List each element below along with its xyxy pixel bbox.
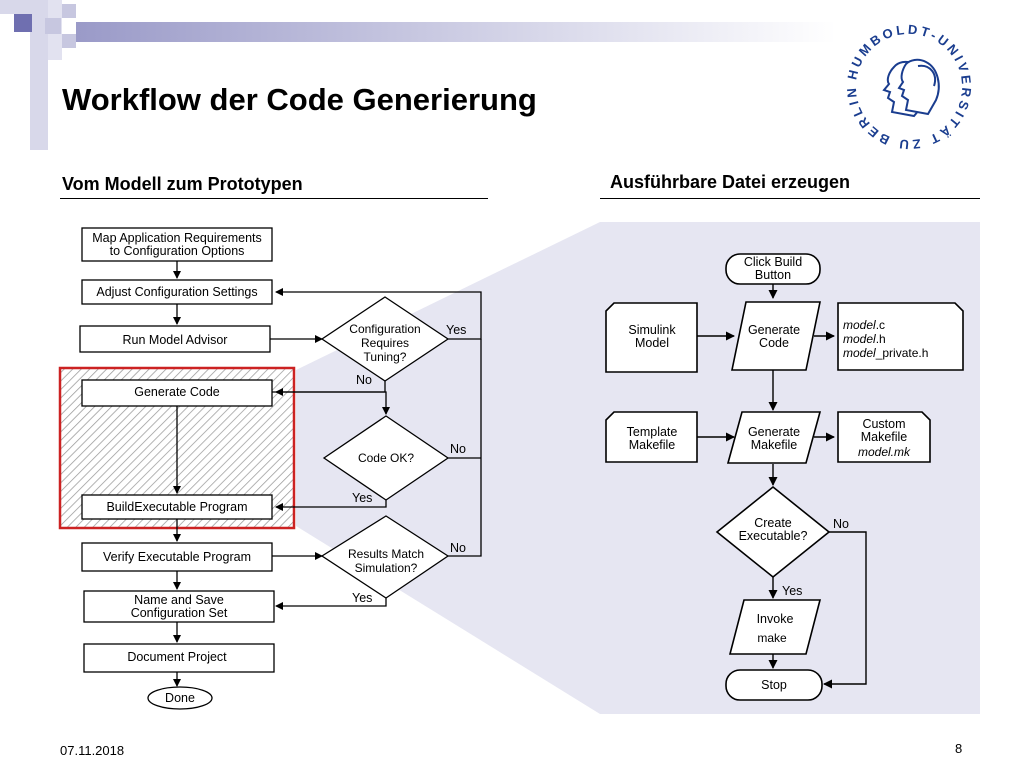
node-invoke-line1: Invoke (757, 612, 794, 626)
node-create-exec-line1: Create (754, 516, 792, 530)
edge-create-no: No (833, 517, 849, 531)
file-c-prefix: model (843, 318, 876, 332)
edge-code-ok-yes: Yes (352, 491, 372, 505)
decision-config-line2: Requires (361, 336, 409, 350)
node-template-makefile (605, 411, 698, 463)
step-done (147, 686, 213, 710)
step-map-requirements (81, 227, 273, 262)
step-build-exec (81, 494, 273, 520)
node-simulink-line2: Model (635, 336, 669, 350)
decision-code-ok (322, 415, 450, 501)
file-private-suffix: _private.h (875, 346, 929, 360)
node-generate-code-line1: Generate (748, 323, 800, 337)
node-create-exec-line2: Executable? (739, 529, 808, 543)
decision-results-line2: Simulation? (355, 561, 418, 575)
node-generate-makefile-line2: Makefile (751, 438, 798, 452)
node-custom-line2: Makefile (861, 430, 908, 444)
edge-results-no: No (450, 541, 466, 555)
node-invoke-line2: make (757, 631, 787, 645)
slide-title: Workflow der Code Generierung (62, 82, 537, 117)
step-done-label: Done (165, 691, 195, 705)
university-logo: HUMBOLDT-UNIVERSITÄT ZU BERLIN (837, 15, 981, 159)
svg-text:model.h: model.h (843, 332, 886, 346)
step-name-save-line1: Name and Save (134, 593, 224, 607)
file-c-suffix: .c (876, 318, 885, 332)
step-generate-code (81, 379, 273, 407)
node-custom-line3: model.mk (858, 445, 911, 459)
node-stop-label: Stop (761, 678, 787, 692)
node-click-build-line2: Button (755, 268, 791, 282)
node-simulink-line1: Simulink (628, 323, 676, 337)
node-output-files (837, 302, 964, 371)
decision-code-ok-label: Code OK? (358, 451, 414, 465)
step-document (83, 643, 275, 673)
step-generate-code-label: Generate Code (134, 385, 220, 399)
step-name-save (83, 590, 275, 623)
node-custom-makefile (837, 411, 931, 463)
step-map-requirements-line1: Map Application Requirements (92, 231, 262, 245)
decision-results-match (320, 515, 450, 599)
node-generate-makefile (726, 411, 822, 464)
step-run-advisor-label: Run Model Advisor (123, 333, 228, 347)
edge-config-yes: Yes (446, 323, 466, 337)
step-verify-exec-label: Verify Executable Program (103, 550, 251, 564)
node-create-exec (715, 485, 831, 579)
edge-code-ok-no: No (450, 442, 466, 456)
step-verify-exec (81, 542, 273, 572)
decision-config-tuning (320, 296, 450, 382)
node-stop (725, 669, 823, 701)
node-generate-code (731, 301, 821, 371)
node-click-build (725, 253, 821, 285)
step-name-save-line2: Configuration Set (131, 606, 228, 620)
left-heading-rule (60, 198, 488, 199)
step-adjust-settings (81, 279, 273, 305)
decision-config-line1: Configuration (349, 322, 420, 336)
file-private-prefix: model (843, 346, 876, 360)
svg-text:model_private.h: model_private.h (843, 346, 928, 360)
node-click-build-line1: Click Build (744, 255, 802, 269)
decorative-squares (0, 0, 836, 150)
node-simulink-model (605, 302, 698, 373)
node-template-line2: Makefile (629, 438, 676, 452)
edge-results-yes: Yes (352, 591, 372, 605)
left-flowchart: Map Application Requirements to Configur… (58, 227, 482, 710)
right-heading-rule (600, 198, 980, 199)
decision-config-line3: Tuning? (364, 350, 407, 364)
slide-page-number: 8 (955, 741, 963, 756)
step-run-advisor (79, 325, 271, 353)
decision-results-line1: Results Match (348, 547, 424, 561)
step-adjust-settings-label: Adjust Configuration Settings (96, 285, 257, 299)
node-generate-code-line2: Code (759, 336, 789, 350)
step-build-exec-label: BuildExecutable Program (106, 500, 247, 514)
left-section-heading: Vom Modell zum Prototypen (62, 174, 303, 194)
edge-config-no: No (356, 373, 372, 387)
file-h-prefix: model (843, 332, 876, 346)
right-flowchart: Click Build Button Simulink Model Genera… (605, 253, 964, 701)
step-map-requirements-line2: to Configuration Options (110, 244, 245, 258)
file-h-suffix: .h (876, 332, 886, 346)
node-generate-makefile-line1: Generate (748, 425, 800, 439)
edge-create-yes: Yes (782, 584, 802, 598)
node-invoke-make (728, 599, 822, 655)
right-section-heading: Ausführbare Datei erzeugen (610, 172, 851, 192)
svg-text:model.c: model.c (843, 318, 885, 332)
node-template-line1: Template (627, 425, 678, 439)
step-document-label: Document Project (127, 650, 227, 664)
slide-date: 07.11.2018 (60, 743, 125, 758)
node-custom-line1: Custom (862, 417, 905, 431)
